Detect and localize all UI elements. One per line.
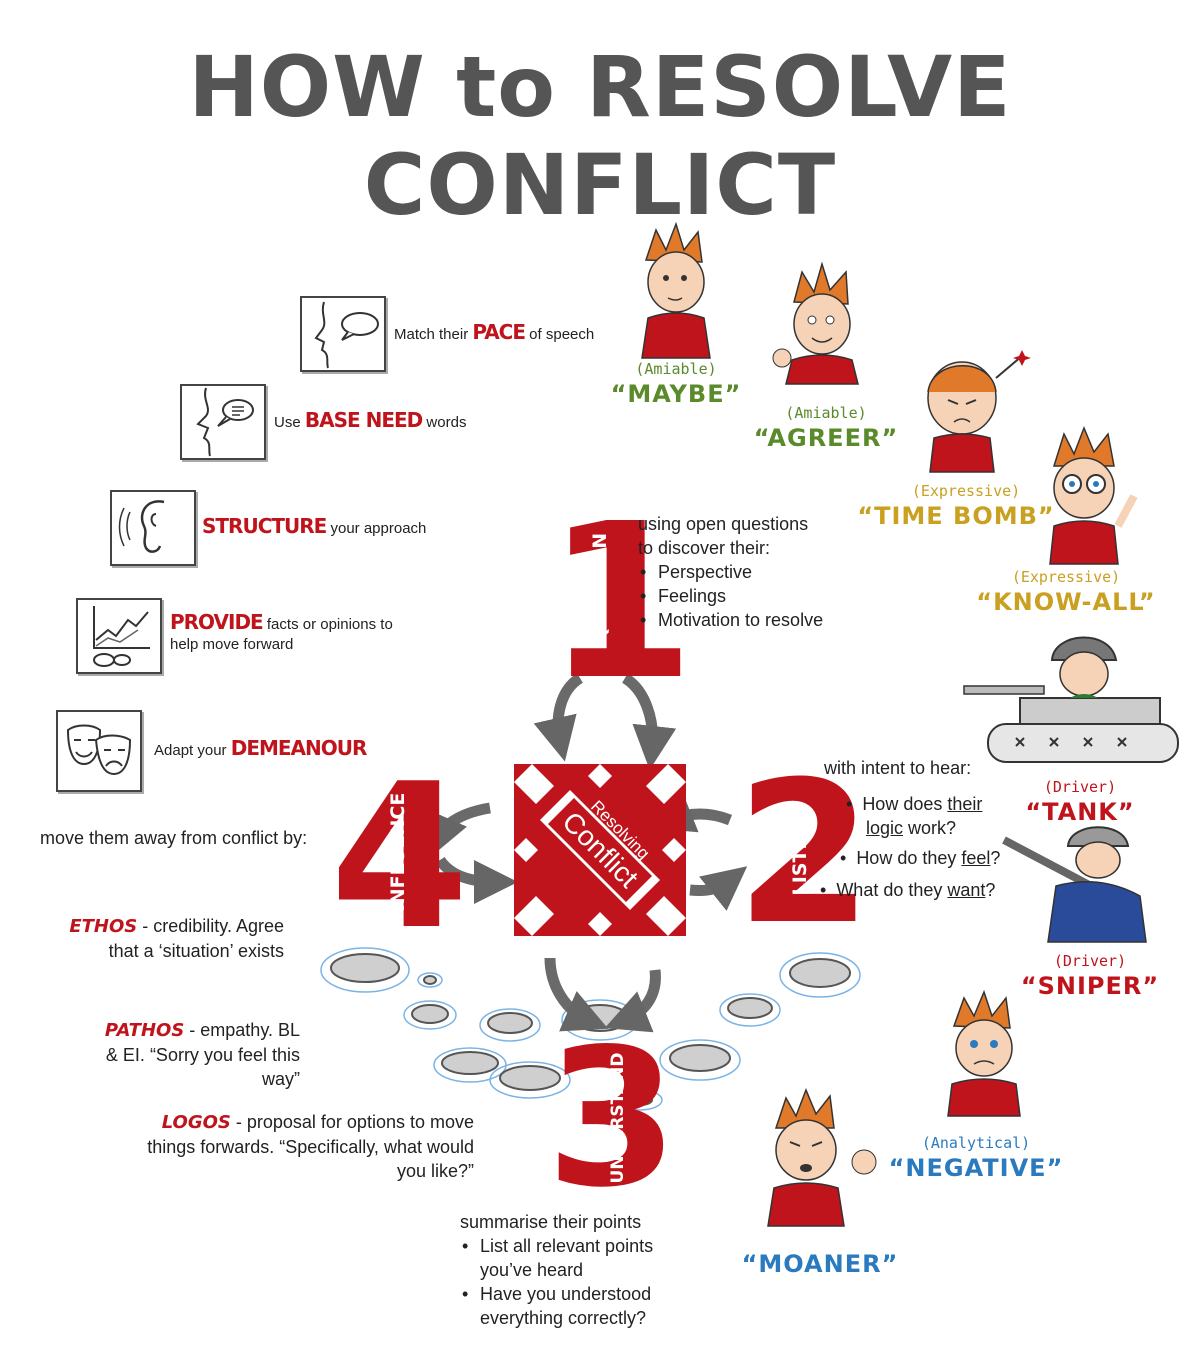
persona-type: (Analytical) [921,1134,1031,1152]
step-label-question: QUESTION [589,532,611,644]
character-illustration [927,350,1031,473]
talking-face-icon [180,384,266,460]
persona-type: (Driver) [1043,778,1117,796]
arrow-influence-in [435,856,518,904]
listen-bullet-1: • How does their logic work? [846,794,983,838]
arrow-influence-out [426,802,491,859]
arrow-understand-up [544,957,609,1032]
question-bullet: Feelings [638,584,823,608]
persona-name: “MOANER” [741,1250,899,1278]
step-number-2: 2 [736,740,873,968]
listen-bullet-2: • How do they feel? [840,848,1001,868]
persona-name: “TIME BOMB” [857,502,1055,530]
persona-type: (Amiable) [635,360,717,378]
persona-name: “NEGATIVE” [888,1154,1064,1182]
tip-demeanour: Adapt your DEMEANOUR [154,736,367,760]
persona-name: “SNIPER” [1020,972,1160,1000]
pathos-block: PATHOS - empathy. BL & EI. “Sorry you fe… [104,1020,300,1089]
persona-type: (Amiable) [785,404,867,422]
character-illustration [767,1088,877,1227]
persona-name: “TANK” [1025,798,1135,826]
character-illustration [947,990,1021,1117]
theatre-masks-icon [56,710,142,792]
persona-type: (Driver) [1053,952,1127,970]
understand-text: summarise their points •List all relevan… [460,1212,654,1328]
ethos-block: ETHOS - credibility. Agree that a ‘situa… [69,916,284,961]
chart-icon [76,598,162,674]
tip-structure: STRUCTURE your approach [202,514,427,538]
influence-intro: move them away from conflict by: [40,828,308,848]
character-illustration [1049,426,1138,565]
arrow-question-side [621,673,677,770]
persona-name: “MAYBE” [610,380,742,408]
arrow-listen-out [689,866,748,911]
step-number-4: 4 [330,741,470,974]
step-label-listen: LISTEN [789,820,811,896]
ear-icon [110,490,196,566]
persona-type: (Expressive) [911,482,1021,500]
listen-intro: with intent to hear: [824,758,972,778]
listen-bullet-3: • What do they want? [820,880,996,900]
persona-name: “AGREER” [753,424,899,452]
step-label-influence: INFLUENCE [387,792,409,912]
persona-name: “KNOW-ALL” [976,588,1156,616]
character-illustration [963,636,1179,763]
arrow-understand-side [604,969,661,1033]
speech-bubble-icon [300,296,386,372]
arrow-question-down [533,673,584,762]
tip-base-need: Use BASE NEED words [274,408,467,432]
question-bullet: Perspective [638,560,823,584]
logos-block: LOGOS - proposal for options to move thi… [147,1112,474,1181]
tip-pace: Match their PACE of speech [394,320,595,344]
page-title: HOW to RESOLVE CONFLICT [188,38,1012,234]
persona-type: (Expressive) [1011,568,1121,586]
character-illustration [641,221,711,359]
character-illustration [772,262,859,385]
character-illustration [1002,826,1147,943]
center-puzzle: Resolving Conflict [514,764,686,936]
step-number-3: 3 [546,1008,679,1229]
step-label-understand: UNDERSTAND [608,1052,628,1184]
question-text: using open questions to discover their: … [638,512,823,632]
question-bullet: Motivation to resolve [638,608,823,632]
cycle-arrows [426,673,748,1033]
